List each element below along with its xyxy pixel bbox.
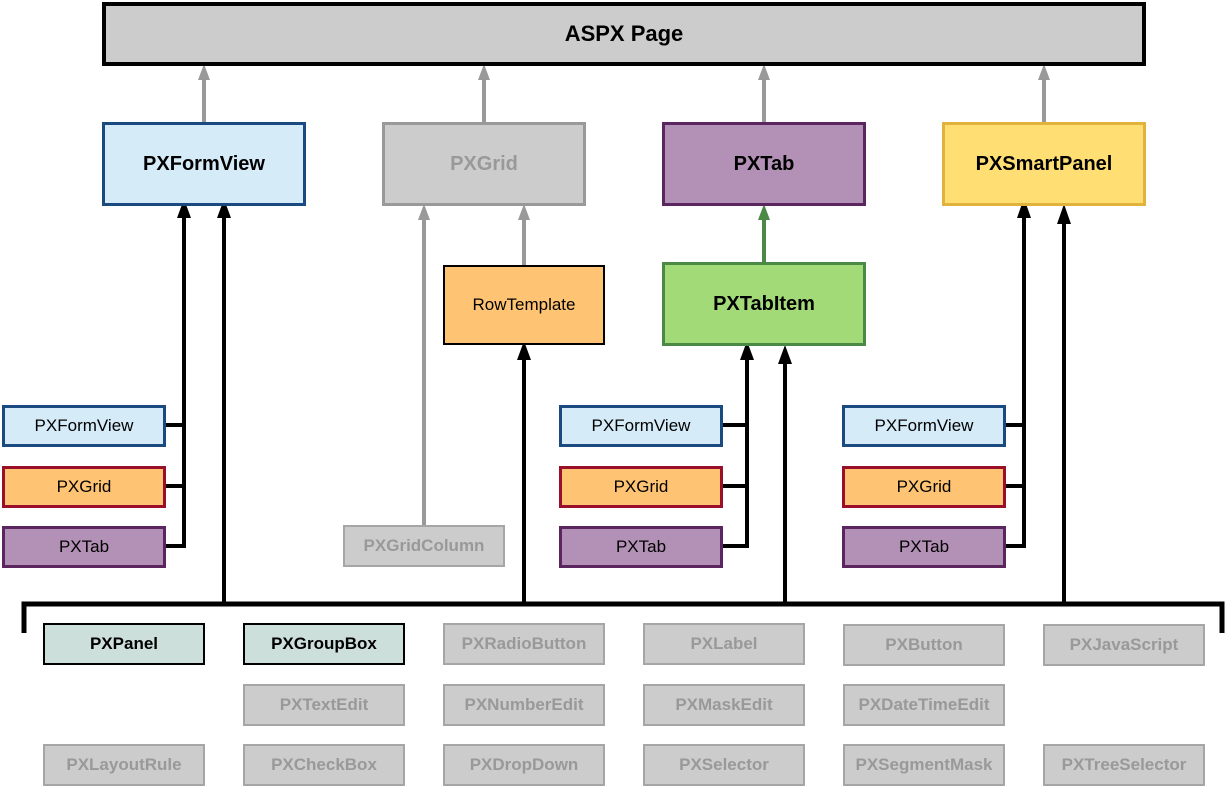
control-pxtreeselector[interactable]: PXTreeSelector <box>1043 744 1205 786</box>
control-label: PXLayoutRule <box>66 755 182 774</box>
arrow-gridcolumn-to-grid <box>418 204 430 525</box>
control-pxsegmentmask[interactable]: PXSegmentMask <box>843 744 1005 786</box>
control-pxmaskedit[interactable]: PXMaskEdit <box>643 684 805 726</box>
control-label: PXRadioButton <box>461 634 587 653</box>
nested-label: PXFormView <box>34 416 134 435</box>
control-pxdatetimeedit[interactable]: PXDateTimeEdit <box>843 684 1005 726</box>
formview-nested-pxformview[interactable]: PXFormView <box>2 405 166 447</box>
nested-label: PXFormView <box>874 416 974 435</box>
control-pxlayoutrule[interactable]: PXLayoutRule <box>43 744 205 786</box>
tabitem-nested-pxtab[interactable]: PXTab <box>559 526 723 568</box>
arrow-rowtemplate-to-grid <box>518 204 530 265</box>
control-pxradiobutton[interactable]: PXRadioButton <box>443 623 605 665</box>
control-pxbutton[interactable]: PXButton <box>843 624 1005 666</box>
nested-label: PXTab <box>615 537 667 556</box>
control-pxselector[interactable]: PXSelector <box>643 744 805 786</box>
controls-bracket <box>21 601 1225 633</box>
pxsmartpanel-node[interactable]: PXSmartPanel <box>942 122 1146 206</box>
pxgridcolumn-label: PXGridColumn <box>363 536 485 555</box>
arrow-controls-to-formview <box>217 199 231 604</box>
arrow-formview-to-page <box>198 64 210 123</box>
control-label: PXButton <box>885 635 963 654</box>
pxformview-label: PXFormView <box>143 152 265 175</box>
arrow-controls-to-rowtemplate <box>517 341 531 604</box>
control-label: PXDateTimeEdit <box>858 695 990 714</box>
pxtabitem-node[interactable]: PXTabItem <box>662 262 866 346</box>
control-pxgroupbox[interactable]: PXGroupBox <box>243 623 405 665</box>
control-label: PXPanel <box>89 634 159 653</box>
arrow-controls-to-smartpanel <box>1057 204 1071 604</box>
nested-label: PXFormView <box>591 416 691 435</box>
pxsmartpanel-label: PXSmartPanel <box>975 152 1113 175</box>
control-label: PXMaskEdit <box>675 695 773 714</box>
pxgridcolumn-node[interactable]: PXGridColumn <box>343 525 505 567</box>
nested-label: PXGrid <box>613 477 669 496</box>
control-label: PXTreeSelector <box>1061 755 1187 774</box>
pxtab-label: PXTab <box>733 152 795 175</box>
control-label: PXJavaScript <box>1069 635 1179 654</box>
rowtemplate-node[interactable]: RowTemplate <box>443 265 605 345</box>
control-pxnumberedit[interactable]: PXNumberEdit <box>443 684 605 726</box>
control-pxjavascript[interactable]: PXJavaScript <box>1043 624 1205 666</box>
pxtab-node[interactable]: PXTab <box>662 122 866 206</box>
pxtabitem-label: PXTabItem <box>713 292 815 315</box>
control-label: PXDropDown <box>469 755 579 774</box>
arrow-nested-to-smartpanel <box>1004 198 1031 548</box>
pxgrid-label: PXGrid <box>450 152 518 175</box>
aspx-page-label: ASPX Page <box>564 21 684 46</box>
nested-label: PXTab <box>898 537 950 556</box>
nested-label: PXGrid <box>896 477 952 496</box>
rowtemplate-label: RowTemplate <box>472 295 576 314</box>
pxgrid-node[interactable]: PXGrid <box>382 122 586 206</box>
smartpanel-nested-pxformview[interactable]: PXFormView <box>842 405 1006 447</box>
arrow-nested-to-formview <box>164 199 191 548</box>
control-label: PXNumberEdit <box>464 695 584 714</box>
control-label: PXSelector <box>679 755 769 774</box>
arrow-nested-to-tabitem <box>721 341 754 548</box>
control-label: PXLabel <box>690 634 758 653</box>
pxformview-node[interactable]: PXFormView <box>102 122 306 206</box>
control-pxdropdown[interactable]: PXDropDown <box>443 744 605 786</box>
tabitem-nested-pxformview[interactable]: PXFormView <box>559 405 723 447</box>
formview-nested-pxtab[interactable]: PXTab <box>2 526 166 568</box>
control-label: PXTextEdit <box>279 695 369 714</box>
control-label: PXSegmentMask <box>855 755 993 774</box>
arrow-tab-to-page <box>758 64 770 123</box>
nested-label: PXGrid <box>56 477 112 496</box>
control-label: PXCheckBox <box>271 755 377 774</box>
smartpanel-nested-pxgrid[interactable]: PXGrid <box>842 466 1006 508</box>
nested-label: PXTab <box>58 537 110 556</box>
control-pxcheckbox[interactable]: PXCheckBox <box>243 744 405 786</box>
control-pxlabel[interactable]: PXLabel <box>643 623 805 665</box>
smartpanel-nested-pxtab[interactable]: PXTab <box>842 526 1006 568</box>
arrow-grid-to-page <box>478 64 490 123</box>
formview-nested-pxgrid[interactable]: PXGrid <box>2 466 166 508</box>
arrow-smartpanel-to-page <box>1038 64 1050 123</box>
arrow-tabitem-to-tab <box>758 204 770 263</box>
arrow-controls-to-tabitem <box>778 345 792 604</box>
control-pxpanel[interactable]: PXPanel <box>43 623 205 665</box>
aspx-page-node[interactable]: ASPX Page <box>102 2 1146 66</box>
control-label: PXGroupBox <box>271 634 377 653</box>
tabitem-nested-pxgrid[interactable]: PXGrid <box>559 466 723 508</box>
control-pxtextedit[interactable]: PXTextEdit <box>243 684 405 726</box>
